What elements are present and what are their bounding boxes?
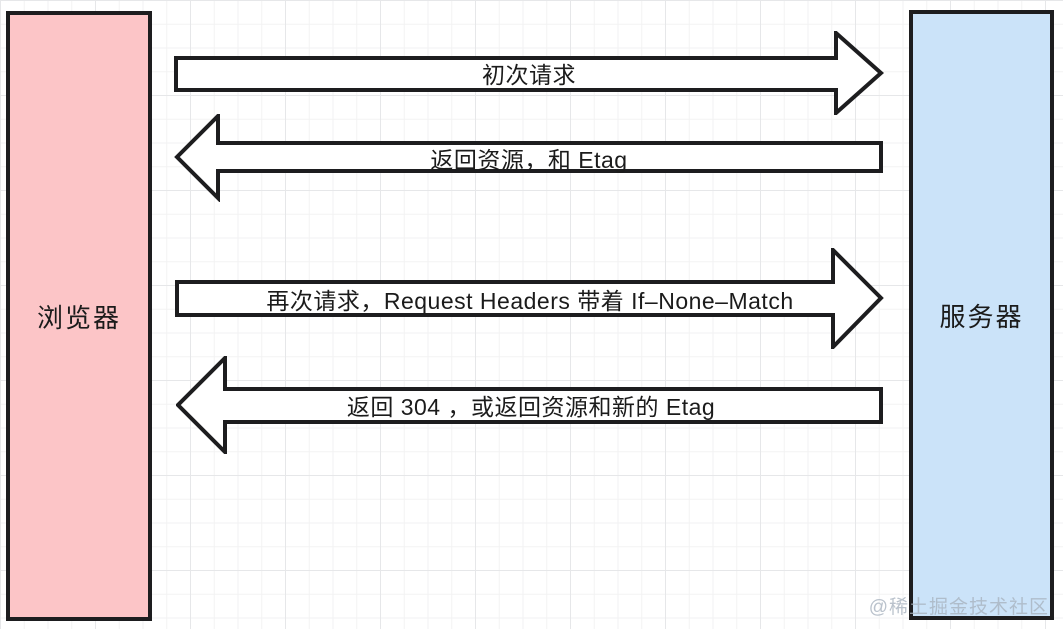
arrow-return-304-or-new-etag: 返回 304 ，或返回资源和新的 Etag	[176, 356, 886, 454]
arrow-right-icon	[174, 31, 884, 115]
node-server: 服务器	[909, 10, 1054, 620]
watermark: @稀土掘金技术社区	[868, 597, 1049, 618]
arrow-left-icon	[174, 114, 883, 202]
arrow-repeat-request-if-none-match: 再次请求，Request Headers 带着 If–None–Match	[175, 248, 885, 349]
node-browser: 浏览器	[6, 11, 152, 621]
arrow-initial-request: 初次请求	[174, 31, 884, 115]
node-server-label: 服务器	[939, 301, 1024, 332]
arrow-left-icon	[176, 356, 883, 454]
node-browser-label: 浏览器	[36, 302, 121, 333]
arrow-right-icon	[175, 248, 884, 349]
arrow-return-resource-etag: 返回资源，和 Etag	[174, 114, 884, 202]
